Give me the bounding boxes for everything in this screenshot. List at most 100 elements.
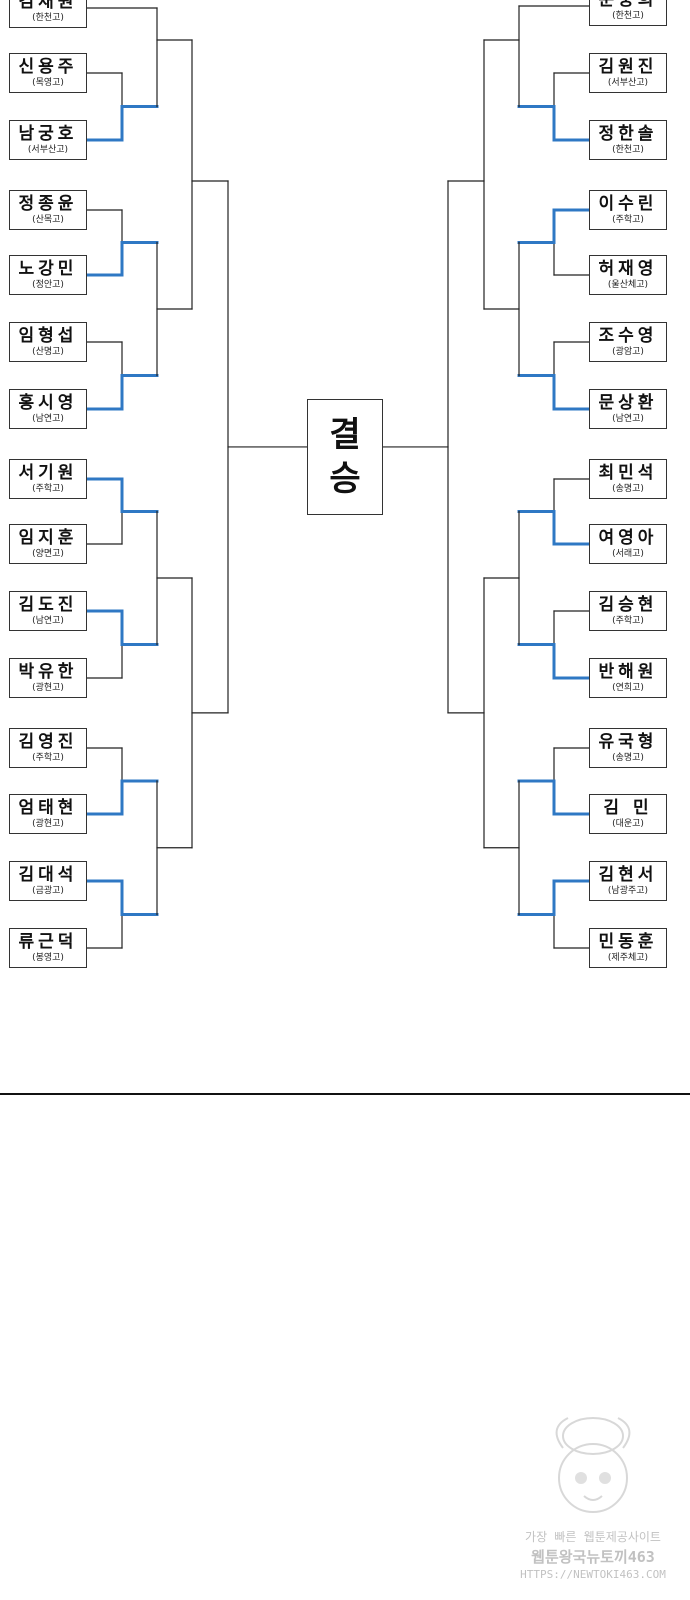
- left-player-box: 류근덕(봉영고): [9, 928, 87, 968]
- player-name: 김현서: [598, 865, 658, 885]
- player-name: 반해원: [598, 662, 658, 682]
- player-name: 여영아: [598, 528, 658, 548]
- separator-line: [0, 1093, 690, 1095]
- right-player-box: 김 민(대운고): [589, 794, 667, 834]
- player-name: 정종윤: [18, 194, 78, 214]
- player-school: (한천고): [32, 13, 64, 23]
- left-player-box: 임형섭(산명고): [9, 322, 87, 362]
- left-player-box: 김영진(주학고): [9, 728, 87, 768]
- player-name: 조수영: [598, 326, 658, 346]
- player-school: (주학고): [612, 616, 644, 626]
- player-school: (남연고): [32, 616, 64, 626]
- player-name: 정한솔: [598, 124, 658, 144]
- watermark-line-1: 가장 빠른 웹툰제공사이트: [525, 1530, 661, 1544]
- player-school: (산명고): [32, 347, 64, 357]
- player-name: 김대석: [18, 865, 78, 885]
- left-player-box: 김대석(금광고): [9, 861, 87, 901]
- player-school: (서부산고): [607, 78, 649, 88]
- player-name: 박유한: [18, 662, 78, 682]
- final-label-1: 결: [329, 415, 361, 455]
- player-school: (주학고): [32, 753, 64, 763]
- right-player-box: 유국형(송명고): [589, 728, 667, 768]
- player-school: (송명고): [612, 484, 644, 494]
- player-name: 신용주: [18, 57, 78, 77]
- player-school: (산목고): [32, 215, 64, 225]
- left-player-box: 노강민(정안고): [9, 255, 87, 295]
- player-school: (송명고): [612, 753, 644, 763]
- right-player-box: 김원진(서부산고): [589, 53, 667, 93]
- player-school: (목영고): [32, 78, 64, 88]
- right-player-box: 문상환(남연고): [589, 389, 667, 429]
- right-player-box: 문중희(한천고): [589, 0, 667, 26]
- player-name: 이수린: [598, 194, 658, 214]
- left-player-box: 정종윤(산목고): [9, 190, 87, 230]
- right-player-box: 민동훈(제주체고): [589, 928, 667, 968]
- player-school: (광암고): [612, 347, 644, 357]
- watermark-line-3: HTTPS://NEWTOKI463.COM: [520, 1568, 666, 1581]
- player-name: 김채원: [18, 0, 78, 12]
- player-school: (남광주고): [607, 886, 649, 896]
- player-name: 최민석: [598, 463, 658, 483]
- player-school: (울산체고): [607, 280, 649, 290]
- player-name: 임형섭: [18, 326, 78, 346]
- player-school: (주학고): [32, 484, 64, 494]
- player-name: 허재영: [598, 259, 658, 279]
- left-player-box: 남궁호(서부산고): [9, 120, 87, 160]
- player-school: (광현고): [32, 683, 64, 693]
- player-name: 남궁호: [18, 124, 78, 144]
- right-player-box: 여영아(서래고): [589, 524, 667, 564]
- final-box: 결 승: [307, 399, 383, 515]
- right-player-box: 김승현(주학고): [589, 591, 667, 631]
- player-name: 노강민: [18, 259, 78, 279]
- player-school: (정안고): [32, 280, 64, 290]
- right-player-box: 허재영(울산체고): [589, 255, 667, 295]
- watermark: 가장 빠른 웹툰제공사이트 웹툰왕국뉴토끼463 HTTPS://NEWTOKI…: [518, 1408, 668, 1596]
- player-name: 김영진: [18, 732, 78, 752]
- player-school: (연희고): [612, 683, 644, 693]
- player-school: (서래고): [612, 549, 644, 559]
- right-player-box: 최민석(송명고): [589, 459, 667, 499]
- player-name: 문상환: [598, 393, 658, 413]
- player-name: 홍시영: [18, 393, 78, 413]
- player-school: (광현고): [32, 819, 64, 829]
- right-player-box: 이수린(주학고): [589, 190, 667, 230]
- player-school: (제주체고): [607, 953, 649, 963]
- player-school: (한천고): [612, 11, 644, 21]
- player-name: 임지훈: [18, 528, 78, 548]
- player-school: (주학고): [612, 215, 644, 225]
- player-school: (봉영고): [32, 953, 64, 963]
- player-school: (대운고): [612, 819, 644, 829]
- player-name: 김 민: [603, 798, 653, 818]
- player-name: 김승현: [598, 595, 658, 615]
- left-player-box: 서기원(주학고): [9, 459, 87, 499]
- left-player-box: 신용주(목영고): [9, 53, 87, 93]
- player-school: (남연고): [612, 414, 644, 424]
- player-name: 김도진: [18, 595, 78, 615]
- left-player-box: 김채원(한천고): [9, 0, 87, 28]
- player-school: (금광고): [32, 886, 64, 896]
- player-school: (양면고): [32, 549, 64, 559]
- player-school: (한천고): [612, 145, 644, 155]
- left-player-box: 임지훈(양면고): [9, 524, 87, 564]
- right-player-box: 김현서(남광주고): [589, 861, 667, 901]
- player-school: (남연고): [32, 414, 64, 424]
- watermark-line-2: 웹툰왕국뉴토끼463: [531, 1548, 655, 1566]
- player-name: 엄태현: [18, 798, 78, 818]
- right-player-box: 조수영(광암고): [589, 322, 667, 362]
- right-player-box: 정한솔(한천고): [589, 120, 667, 160]
- left-player-box: 엄태현(광현고): [9, 794, 87, 834]
- right-player-box: 반해원(연희고): [589, 658, 667, 698]
- left-player-box: 김도진(남연고): [9, 591, 87, 631]
- player-name: 서기원: [18, 463, 78, 483]
- player-name: 유국형: [598, 732, 658, 752]
- mascot-icon: [555, 1417, 631, 1513]
- left-player-box: 박유한(광현고): [9, 658, 87, 698]
- player-name: 문중희: [598, 0, 658, 10]
- player-school: (서부산고): [27, 145, 69, 155]
- player-name: 민동훈: [598, 932, 658, 952]
- player-name: 류근덕: [18, 932, 78, 952]
- final-label-2: 승: [329, 459, 361, 499]
- player-name: 김원진: [598, 57, 658, 77]
